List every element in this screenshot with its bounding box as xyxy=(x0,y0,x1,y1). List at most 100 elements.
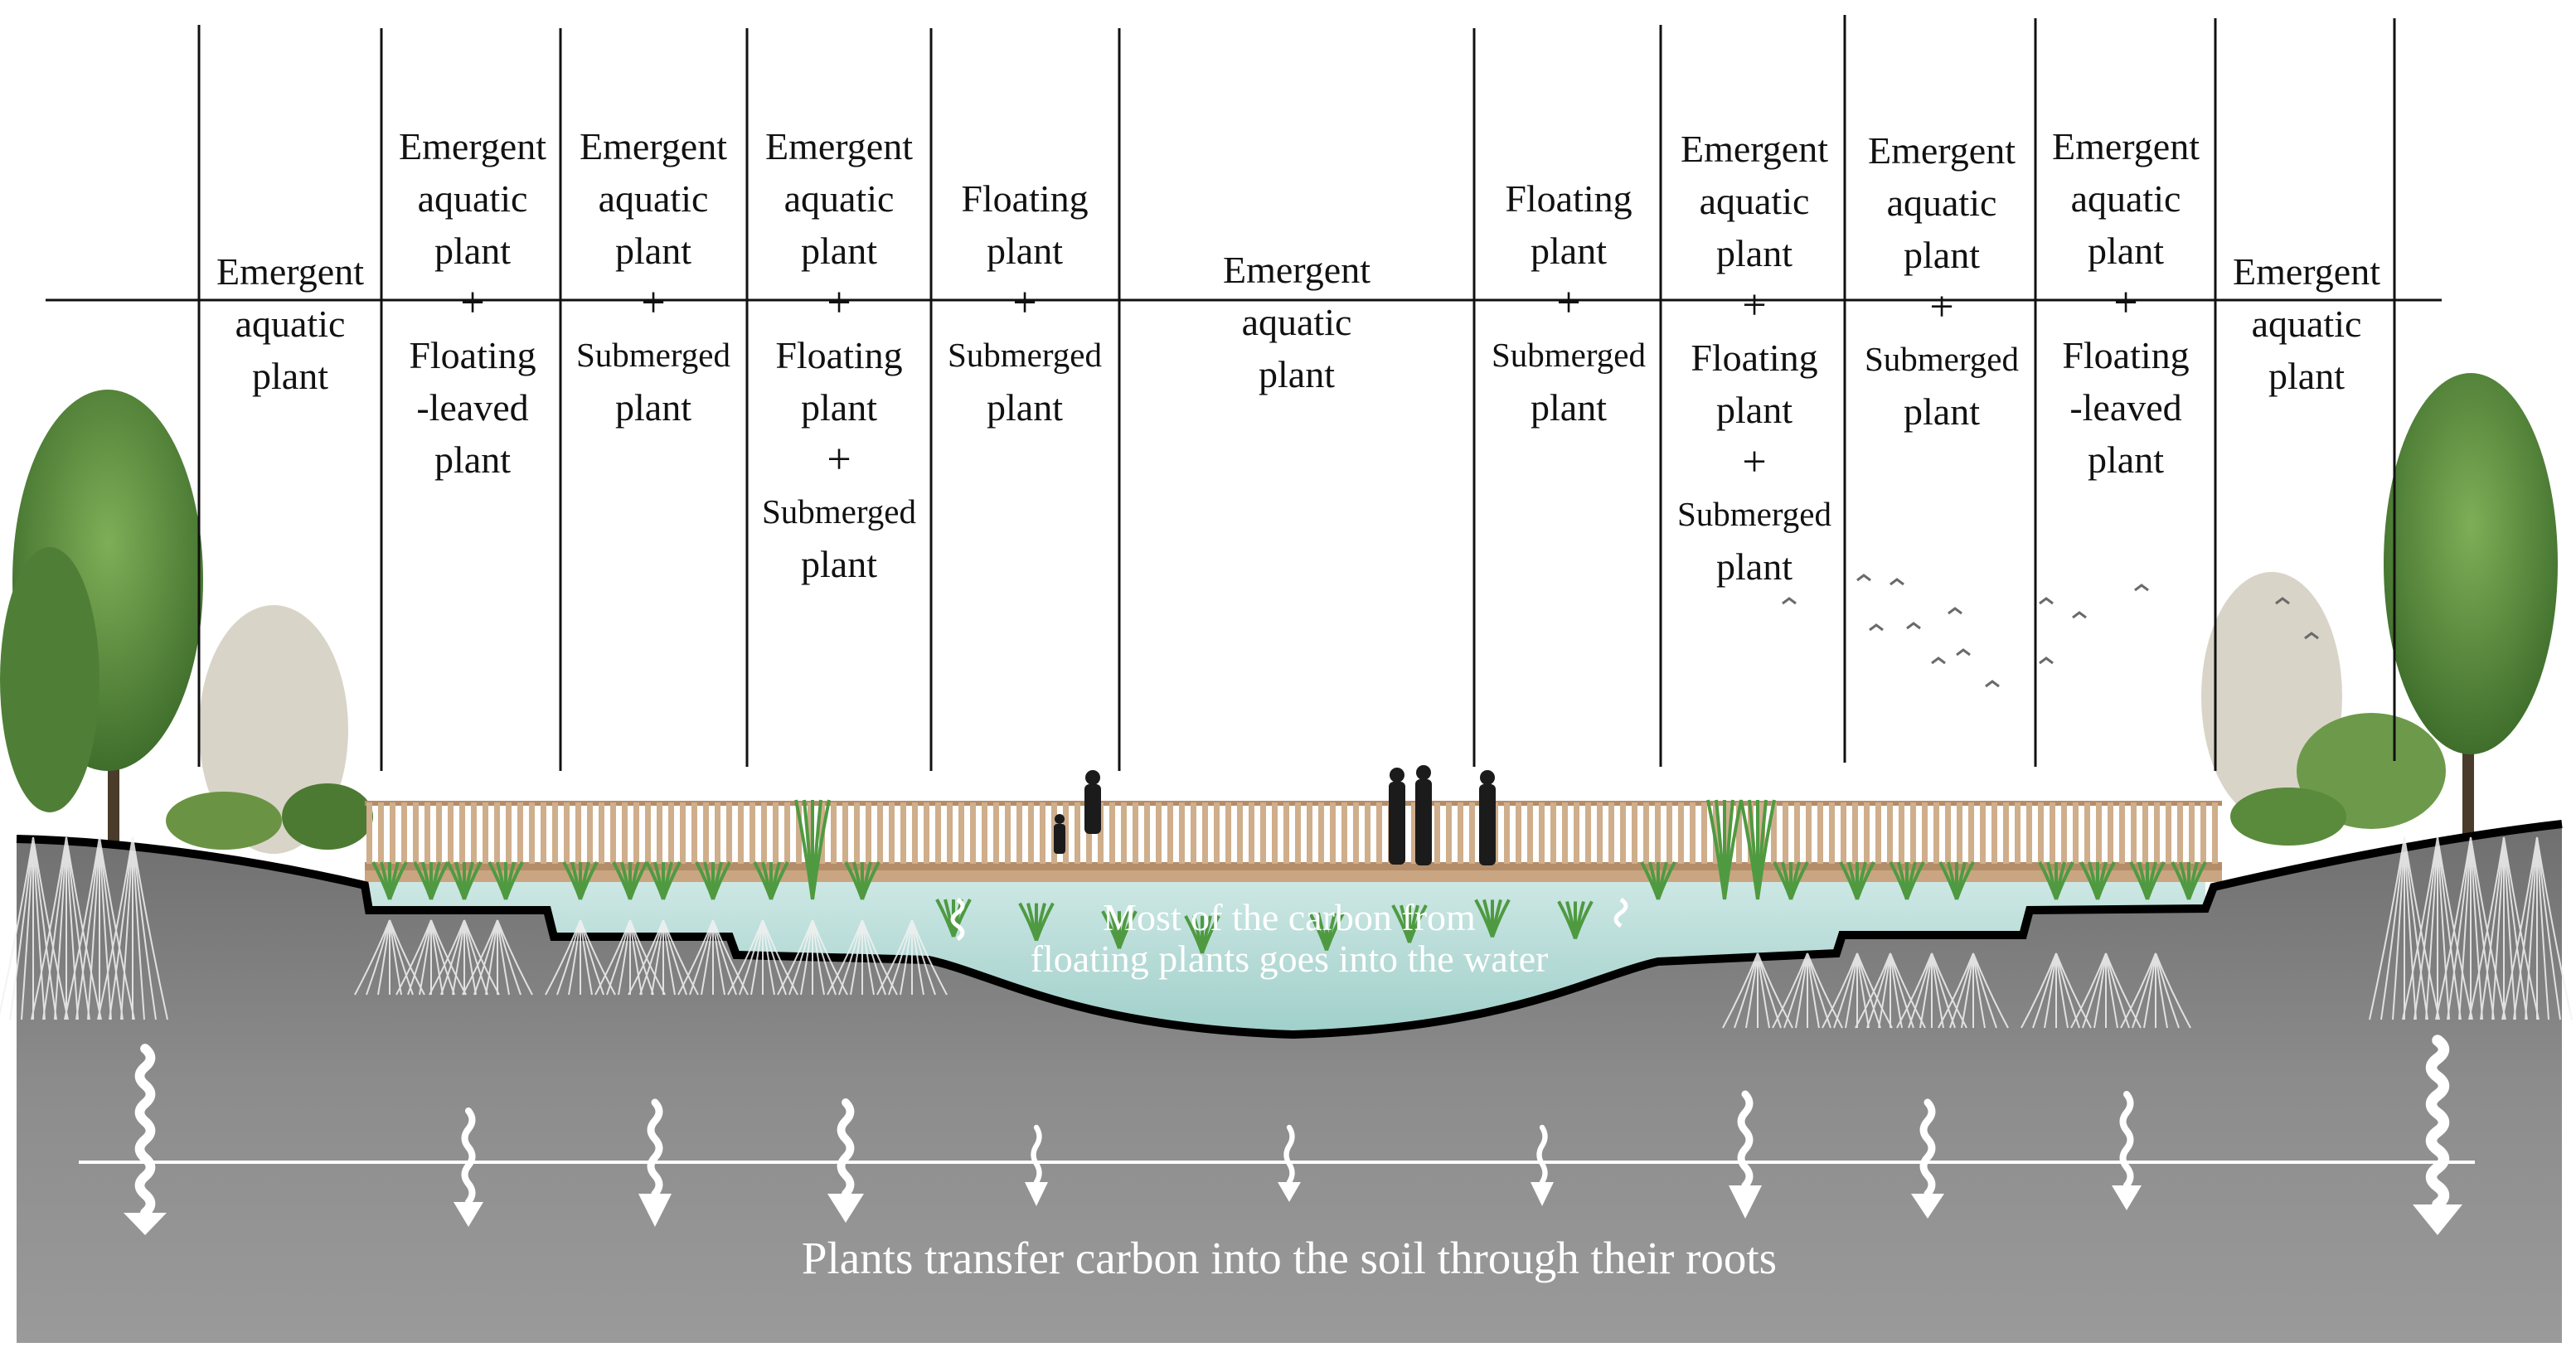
root-strand xyxy=(1856,952,1881,1029)
root-strand xyxy=(1757,952,1782,1029)
root-strand xyxy=(1949,952,1974,1029)
railing-picket xyxy=(1133,802,1138,864)
plus-sign: + xyxy=(1929,284,1954,331)
railing-picket xyxy=(529,802,535,864)
grass-blade xyxy=(1905,861,1925,900)
root-strand xyxy=(1783,952,1808,1029)
root-strand xyxy=(419,919,432,996)
root-strand xyxy=(2369,836,2405,1020)
root-strand xyxy=(1757,952,1793,1029)
root-strand xyxy=(99,836,112,1020)
railing-picket xyxy=(1318,802,1324,864)
railing-picket xyxy=(1806,802,1812,864)
zone-label-line: plant xyxy=(1259,353,1335,395)
zone-label-line: plant xyxy=(801,386,877,429)
root-strand xyxy=(861,919,886,996)
zone-label-line: aquatic xyxy=(1886,182,1997,224)
railing-picket xyxy=(610,802,616,864)
zone-label-line: aquatic xyxy=(2251,303,2362,345)
railing-picket xyxy=(448,802,454,864)
railing-picket xyxy=(2177,802,2183,864)
railing-picket xyxy=(1469,802,1475,864)
water xyxy=(369,880,2205,1035)
railing-picket xyxy=(1098,802,1104,864)
root-strand xyxy=(1734,952,1759,1029)
railing-picket xyxy=(1841,802,1846,864)
plus-sign: + xyxy=(1742,439,1767,486)
railing-picket xyxy=(796,802,802,864)
zone-label-line: Submerged xyxy=(1676,495,1832,533)
zone-label-line: aquatic xyxy=(417,177,528,220)
carbon-arrow xyxy=(827,1098,864,1223)
root-strand xyxy=(1795,952,1808,1029)
railing-picket xyxy=(1214,802,1220,864)
zone-label-line: plant xyxy=(252,355,328,397)
aquatic-grass xyxy=(371,799,2207,954)
root-strand xyxy=(462,919,498,996)
root-strand xyxy=(651,919,664,996)
root-strand xyxy=(99,836,124,1020)
railing-picket xyxy=(715,802,720,864)
grass-blade xyxy=(1657,861,1676,900)
zone-label-line: Submerged xyxy=(1864,340,2020,378)
root-strand xyxy=(2143,952,2156,1029)
zone-label-line: Floating xyxy=(2062,334,2190,376)
railing-picket xyxy=(1283,802,1289,864)
railing-picket xyxy=(1109,802,1115,864)
root-strand xyxy=(2536,836,2573,1020)
root-strand xyxy=(2155,952,2191,1029)
railing-picket xyxy=(2061,802,2067,864)
railing-picket xyxy=(1678,802,1684,864)
zone-label-line: Emergent xyxy=(1868,129,2016,172)
railing-picket xyxy=(1376,802,1382,864)
grass-blade xyxy=(463,861,483,900)
water-caption-line-1: Most of the carbon from xyxy=(1103,896,1476,938)
railing-picket xyxy=(900,802,906,864)
railing-picket xyxy=(1016,802,1022,864)
root-strand xyxy=(109,836,133,1020)
root-strand xyxy=(2437,836,2450,1020)
root-strand xyxy=(777,919,813,996)
railing-picket xyxy=(1574,802,1579,864)
railing-picket xyxy=(1736,802,1742,864)
grass-blade xyxy=(1325,912,1345,952)
root-strand xyxy=(1866,952,1891,1029)
root-strand xyxy=(21,836,34,1020)
root-strand xyxy=(2435,836,2472,1020)
root-strand xyxy=(2105,952,2118,1029)
grass-blade xyxy=(388,861,408,900)
railing-picket xyxy=(1655,802,1661,864)
root-strand xyxy=(556,919,581,996)
carbon-arrow xyxy=(1278,1124,1301,1202)
railing-picket xyxy=(1910,802,1916,864)
railing-picket xyxy=(1980,802,1986,864)
root-strand xyxy=(9,836,34,1020)
zone-label-line: plant xyxy=(615,386,691,429)
root-strand xyxy=(580,919,593,996)
railing-picket xyxy=(1446,802,1452,864)
railing-picket xyxy=(2096,802,2102,864)
root-strand xyxy=(2404,836,2417,1020)
root-strand xyxy=(545,919,581,996)
root-strand xyxy=(1822,952,1858,1029)
railing-picket xyxy=(1411,802,1417,864)
zone-label-line: plant xyxy=(2088,230,2164,272)
railing-picket xyxy=(1191,802,1196,864)
root-systems xyxy=(0,836,2573,1029)
grass-blade xyxy=(504,861,524,900)
grass-blade xyxy=(2187,861,2207,900)
carbon-arrow xyxy=(1911,1098,1944,1219)
root-strand xyxy=(1896,952,1933,1029)
root-strand xyxy=(2380,836,2405,1020)
railing-picket xyxy=(1771,802,1777,864)
root-strand xyxy=(2402,836,2438,1020)
root-strand xyxy=(473,919,498,996)
grass-blade xyxy=(628,861,648,900)
root-strand xyxy=(1908,952,1933,1029)
carbon-arrow xyxy=(124,1044,167,1235)
railing-picket xyxy=(657,802,662,864)
grass-blade xyxy=(811,799,831,900)
